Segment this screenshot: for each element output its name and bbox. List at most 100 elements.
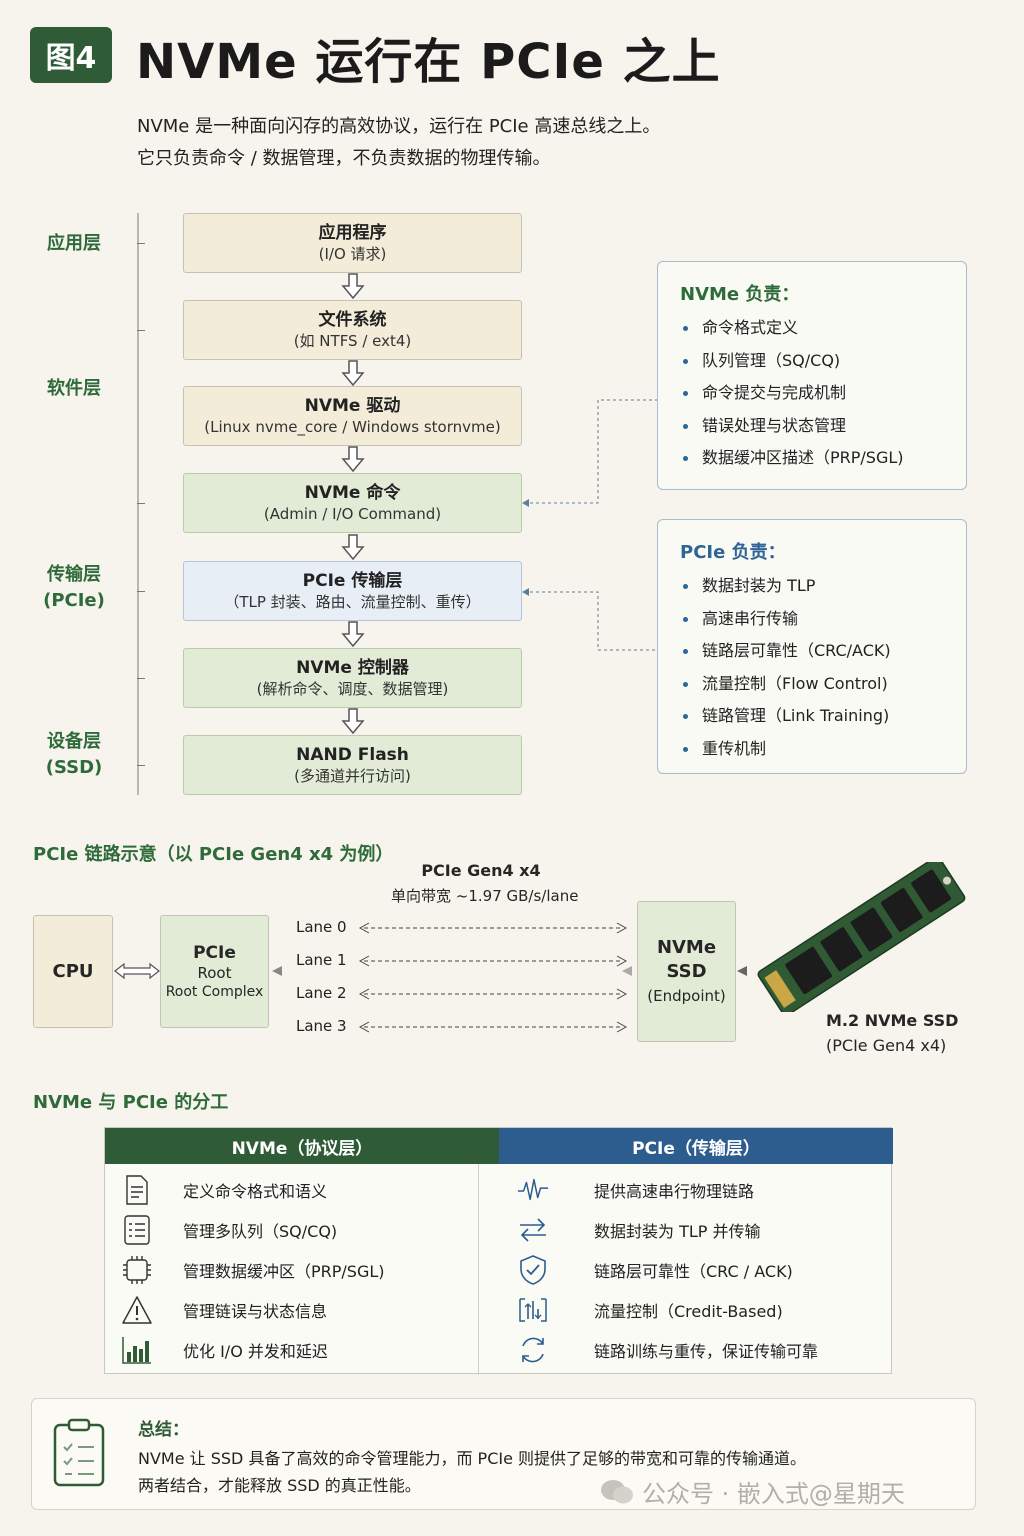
stack-box-title: 文件系统 <box>318 310 387 330</box>
stack-box-filesystem: 文件系统 (如 NTFS / ext4) <box>183 300 522 360</box>
summary-heading: 总结： <box>138 1420 189 1440</box>
figure-badge: 图4 <box>30 27 112 83</box>
table-row-nvme: 管理数据缓冲区（PRP/SGL) <box>121 1252 385 1288</box>
layer-label-software: 软件层 <box>47 378 101 399</box>
summary-line-1: NVMe 让 SSD 具备了高效的命令管理能力，而 PCIe 则提供了足够的带宽… <box>138 1449 807 1468</box>
layer-label-app: 应用层 <box>47 233 101 254</box>
stack-box-title: 应用程序 <box>318 223 387 243</box>
swap-arrows-icon <box>517 1214 549 1246</box>
intro-line-1: NVMe 是一种面向闪存的高效协议，运行在 PCIe 高速总线之上。 <box>137 116 661 137</box>
watermark-text: 公众号 · 嵌入式@星期天 <box>642 1480 905 1508</box>
root-label-2: Root <box>197 963 232 982</box>
table-header-nvme: NVMe（协议层） <box>105 1128 499 1164</box>
nvme-panel-item: 命令提交与完成机制 <box>680 377 966 410</box>
stack-box-nand-flash: NAND Flash (多通道并行访问) <box>183 735 522 795</box>
table-cell-text: 数据封装为 TLP 并传输 <box>594 1222 761 1241</box>
shield-check-icon <box>517 1254 549 1286</box>
pcie-panel-item: 流量控制（Flow Control) <box>680 668 966 701</box>
layer-tick <box>137 330 145 331</box>
layer-label-device: 设备层 (SSD) <box>45 731 103 778</box>
lane-label: Lane 3 <box>296 1017 347 1035</box>
root-label-3: Root Complex <box>165 983 264 1000</box>
down-arrow-icon <box>341 446 365 472</box>
down-arrow-icon <box>341 360 365 386</box>
nvme-responsibility-panel: NVMe 负责： 命令格式定义 队列管理（SQ/CQ) 命令提交与完成机制 错误… <box>657 261 967 490</box>
table-cell-text: 链路训练与重传，保证传输可靠 <box>594 1342 819 1361</box>
down-arrow-icon <box>341 534 365 560</box>
table-divider <box>478 1164 479 1375</box>
table-row-nvme: 优化 I/O 并发和延迟 <box>121 1332 328 1368</box>
pcie-panel-item: 链路管理（Link Training) <box>680 700 966 733</box>
layer-tick <box>137 503 145 504</box>
lane-label: Lane 0 <box>296 918 347 936</box>
ssd-label-2: SSD <box>666 960 707 982</box>
layer-tick <box>137 678 145 679</box>
table-row-nvme: 管理多队列（SQ/CQ) <box>121 1212 337 1248</box>
bar-chart-icon <box>121 1334 153 1366</box>
stack-box-title: NVMe 控制器 <box>296 658 409 678</box>
stack-box-subtitle: (如 NTFS / ext4) <box>293 332 412 350</box>
nvme-panel-item: 命令格式定义 <box>680 312 966 345</box>
stack-box-title: NVMe 命令 <box>304 483 401 503</box>
table-section-title: NVMe 与 PCIe 的分工 <box>33 1092 229 1113</box>
pcie-panel-item: 高速串行传输 <box>680 603 966 636</box>
page-title: NVMe 运行在 PCIe 之上 <box>136 34 721 90</box>
link-title: PCIe Gen4 x4 <box>421 861 541 880</box>
stack-box-title: PCIe 传输层 <box>302 571 403 591</box>
nvme-panel-item: 队列管理（SQ/CQ) <box>680 345 966 378</box>
stack-box-subtitle: (Linux nvme_core / Windows stornvme) <box>204 418 501 436</box>
stack-box-subtitle: (多通道并行访问) <box>294 767 411 785</box>
pcie-panel-item: 数据封装为 TLP <box>680 570 966 603</box>
table-cell-text: 管理数据缓冲区（PRP/SGL) <box>183 1262 385 1281</box>
stack-box-title: NAND Flash <box>296 745 409 765</box>
m2-label-1: M.2 NVMe SSD <box>826 1011 959 1030</box>
pcie-panel-title: PCIe 负责： <box>680 542 786 563</box>
layer-tick <box>137 243 145 244</box>
table-cell-text: 管理多队列（SQ/CQ) <box>183 1222 338 1241</box>
summary-box: 总结： NVMe 让 SSD 具备了高效的命令管理能力，而 PCIe 则提供了足… <box>31 1398 976 1510</box>
stack-box-nvme-command: NVMe 命令 (Admin / I/O Command) <box>183 473 522 533</box>
table-row-nvme: 定义命令格式和语义 <box>121 1172 327 1208</box>
chip-icon <box>121 1254 153 1286</box>
nvme-panel-item: 数据缓冲区描述（PRP/SGL) <box>680 442 966 475</box>
nvme-panel-item: 错误处理与状态管理 <box>680 410 966 443</box>
ssd-label-1: NVMe <box>656 936 717 958</box>
cpu-label: CPU <box>52 961 94 982</box>
watermark: 公众号 · 嵌入式@星期天 <box>600 1474 905 1509</box>
warning-icon <box>121 1294 153 1326</box>
summary-line-2: 两者结合，才能释放 SSD 的真正性能。 <box>138 1476 421 1495</box>
m2-ssd-icon <box>757 862 966 1012</box>
stack-box-pcie-transport: PCIe 传输层 （TLP 封装、路由、流量控制、重传） <box>183 561 522 621</box>
stack-box-nvme-controller: NVMe 控制器 (解析命令、调度、数据管理) <box>183 648 522 708</box>
wechat-icon <box>601 1479 633 1503</box>
stack-box-subtitle: （TLP 封装、路由、流量控制、重传） <box>224 593 481 611</box>
down-arrow-icon <box>341 621 365 647</box>
lane-label: Lane 1 <box>296 951 347 969</box>
ssd-label-3: (Endpoint) <box>647 986 726 1005</box>
pcie-panel-item: 重传机制 <box>680 733 966 766</box>
table-cell-text: 提供高速串行物理链路 <box>594 1182 755 1201</box>
table-cell-text: 流量控制（Credit-Based) <box>594 1302 783 1321</box>
cpu-node: CPU <box>33 915 113 1028</box>
table-row-pcie: 数据封装为 TLP 并传输 <box>517 1212 761 1248</box>
layer-tick <box>137 591 145 592</box>
table-row-pcie: 链路层可靠性（CRC / ACK) <box>517 1252 793 1288</box>
link-arrows <box>114 922 747 1033</box>
clipboard-icon <box>53 1418 105 1487</box>
intro-line-2: 它只负责命令 / 数据管理，不负责数据的物理传输。 <box>137 148 551 169</box>
stack-box-subtitle: (I/O 请求) <box>318 245 387 263</box>
list-icon <box>121 1214 153 1246</box>
table-cell-text: 链路层可靠性（CRC / ACK) <box>594 1262 793 1281</box>
link-section-title: PCIe 链路示意（以 PCIe Gen4 x4 为例） <box>33 844 394 865</box>
pcie-panel-item: 链路层可靠性（CRC/ACK) <box>680 635 966 668</box>
stack-box-subtitle: (解析命令、调度、数据管理) <box>256 680 449 698</box>
refresh-icon <box>517 1334 549 1366</box>
pcie-responsibility-panel: PCIe 负责： 数据封装为 TLP 高速串行传输 链路层可靠性（CRC/ACK… <box>657 519 967 774</box>
table-cell-text: 管理链误与状态信息 <box>183 1302 328 1321</box>
root-label-1: PCIe <box>193 942 236 963</box>
table-row-pcie: 链路训练与重传，保证传输可靠 <box>517 1332 818 1368</box>
nvme-panel-title: NVMe 负责： <box>680 284 800 305</box>
panel-connectors <box>522 399 657 651</box>
layer-tick <box>137 765 145 766</box>
stack-box-application: 应用程序 (I/O 请求) <box>183 213 522 273</box>
